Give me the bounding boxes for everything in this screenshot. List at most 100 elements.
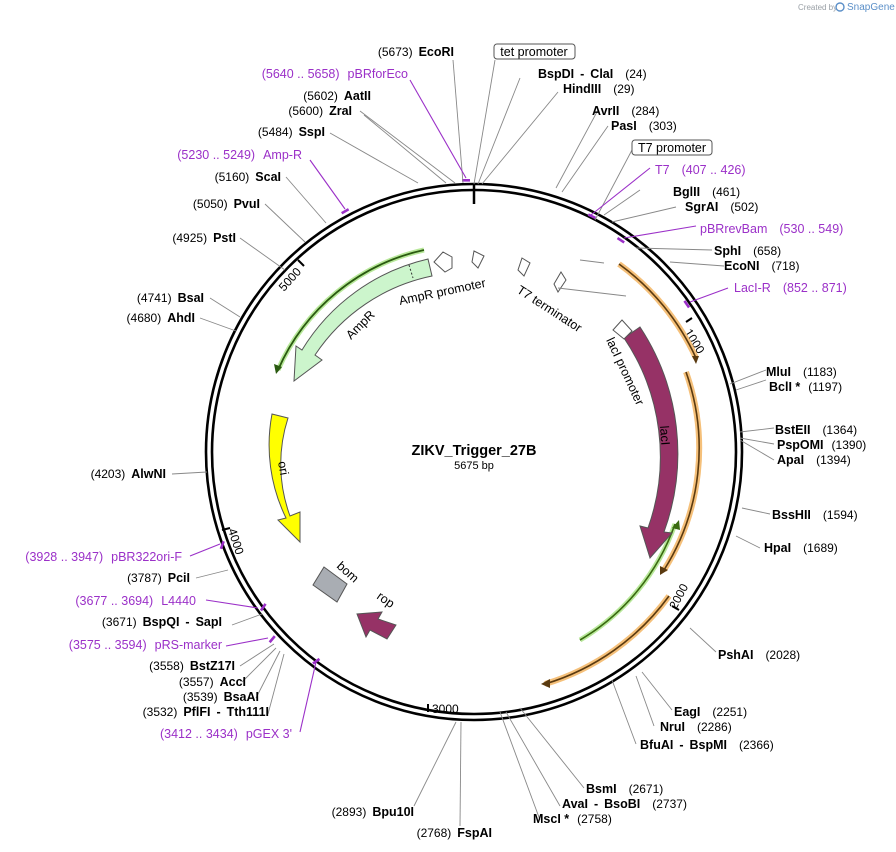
primer-labels: (5640 .. 5658)pBRforEco (5230 .. 5249)Am…: [25, 67, 846, 741]
box-t7-promoter: [631, 139, 713, 156]
site-econi: EcoNI(718): [724, 259, 799, 273]
green-arc: [277, 249, 425, 371]
site-bpu10i: (2893)Bpu10I: [332, 805, 414, 819]
site-ahdi: (4680)AhdI: [127, 311, 195, 325]
feature-bom[interactable]: [312, 566, 348, 603]
site-msci: MscI *(2758): [533, 812, 612, 826]
feature-label-laci: lacI: [657, 425, 672, 445]
site-bsai: (4741)BsaI: [137, 291, 204, 305]
snapgene-credit: Created by SnapGene: [798, 2, 895, 13]
primer-laci-r: LacI-R(852 .. 871): [734, 281, 847, 295]
site-eagi: EagI(2251): [674, 705, 747, 719]
feature-t7-terminator[interactable]: [517, 257, 531, 277]
site-ecori: (5673)EcoRI: [378, 45, 454, 59]
site-hindiii: HindIII(29): [563, 82, 635, 96]
orange-arc: [544, 595, 670, 685]
primer-pbr322ori-f: (3928 .. 3947)pBR322ori-F: [25, 550, 182, 564]
primer-l4440: (3677 .. 3694)L4440: [75, 594, 196, 608]
feature-rop[interactable]: [356, 611, 397, 640]
site-bsshii: BssHII(1594): [772, 508, 858, 522]
orange-arc-highlight: [544, 594, 672, 687]
arrowhead-icon: [692, 356, 699, 364]
site-pcii: (3787)PciI: [127, 571, 190, 585]
feature-ampr-promoter[interactable]: [433, 251, 453, 273]
tick-3000: 3000: [432, 702, 459, 716]
primer-mark: [683, 300, 691, 309]
primer-mark: [587, 213, 597, 220]
tick-mark: [671, 605, 680, 611]
orange-arc: [618, 263, 697, 359]
primer-mark: [312, 657, 321, 665]
primer-mark: [341, 208, 350, 215]
site-mlui: MluI(1183): [766, 365, 837, 379]
tick-5000: 5000: [276, 265, 304, 294]
site-bstz17i: (3558)BstZ17I: [149, 659, 235, 673]
arrowhead-icon: [541, 679, 550, 688]
label-tet-promoter: tet promoter: [500, 45, 567, 59]
site-bglii: BglII(461): [673, 185, 740, 199]
arrowhead-icon: [672, 520, 680, 530]
site-pflfi-tth111i: (3532)PflFI-Tth111I: [143, 705, 269, 719]
tick-mark: [221, 527, 231, 531]
primer-pbrforeco: (5640 .. 5658)pBRforEco: [262, 67, 408, 81]
site-scai: (5160)ScaI: [215, 170, 281, 184]
feature-ori[interactable]: [268, 413, 301, 544]
primer-mark: [462, 179, 470, 182]
site-nrui: NruI(2286): [660, 720, 732, 734]
site-bsteii: BstEII(1364): [775, 423, 857, 437]
site-bspqi-sapi: (3671)BspQI-SapI: [102, 615, 222, 629]
primer-mark: [219, 540, 225, 550]
site-pasi: PasI(303): [611, 119, 677, 133]
green-arc: [579, 523, 676, 641]
primer-mark: [616, 236, 625, 244]
site-acci: (3557)AccI: [179, 675, 246, 689]
site-pspomi: PspOMI(1390): [777, 438, 866, 452]
site-sphi: SphI(658): [714, 244, 781, 258]
site-bsaai: (3539)BsaAI: [183, 690, 259, 704]
primer-t7: T7(407 .. 426): [655, 163, 746, 177]
site-avrii: AvrII(284): [592, 104, 659, 118]
primer-mark: [268, 635, 276, 644]
tick-mark: [297, 259, 305, 267]
feature-label-rop: rop: [374, 589, 397, 611]
feature-laci[interactable]: [623, 326, 679, 559]
feature-small-arrow: [553, 271, 567, 293]
credit-created-by: Created by: [798, 3, 837, 12]
site-hpai: HpaI(1689): [764, 541, 838, 555]
leader-lines: [171, 59, 775, 827]
primer-marks: [219, 179, 691, 665]
snapgene-logo-icon: [835, 2, 845, 12]
primer-prs-marker: (3575 .. 3594)pRS-marker: [69, 638, 222, 652]
site-apai: ApaI(1394): [777, 453, 851, 467]
site-labels-left: (5673)EcoRI (5602)AatII (5600)ZraI (5484…: [91, 45, 492, 840]
primer-pbrrevbam: pBRrevBam(530 .. 549): [700, 222, 843, 236]
feature-label-ori: ori: [275, 460, 291, 476]
feature-laci-promoter[interactable]: [612, 319, 633, 340]
site-bfuai-bspmi: BfuAI-BspMI(2366): [640, 738, 774, 752]
site-alwni: (4203)AlwNI: [91, 467, 166, 481]
arrowhead-icon: [660, 566, 668, 575]
plasmid-name: ZIKV_Trigger_27B: [412, 443, 537, 459]
credit-brand: SnapGene: [847, 2, 895, 13]
arrowhead-icon: [274, 364, 282, 374]
site-pvui: (5050)PvuI: [193, 197, 260, 211]
primer-leader-lines: [189, 79, 729, 733]
label-t7-promoter: T7 promoter: [638, 141, 706, 155]
primer-amp-r: (5230 .. 5249)Amp-R: [177, 148, 302, 162]
feature-ampr[interactable]: [293, 258, 433, 383]
box-tet-promoter: [493, 43, 576, 60]
primer-mark: [259, 603, 267, 612]
site-bcli: BclI *(1197): [769, 380, 842, 394]
feature-arcs: [274, 247, 703, 688]
feature-label-t7-terminator: T7 terminator: [514, 283, 584, 335]
tick-2000: 2000: [666, 581, 691, 611]
position-ticks: 1000 2000 3000 4000 5000: [221, 259, 708, 716]
site-psti: (4925)PstI: [172, 231, 236, 245]
boxed-labels: tet promoter T7 promoter: [493, 43, 713, 156]
primer-pgex3: (3412 .. 3434)pGEX 3': [160, 727, 292, 741]
site-sgrai: SgrAI(502): [685, 200, 758, 214]
site-sspi: (5484)SspI: [258, 125, 325, 139]
site-zrai: (5600)ZraI: [288, 104, 352, 118]
site-bsmi: BsmI(2671): [586, 782, 663, 796]
